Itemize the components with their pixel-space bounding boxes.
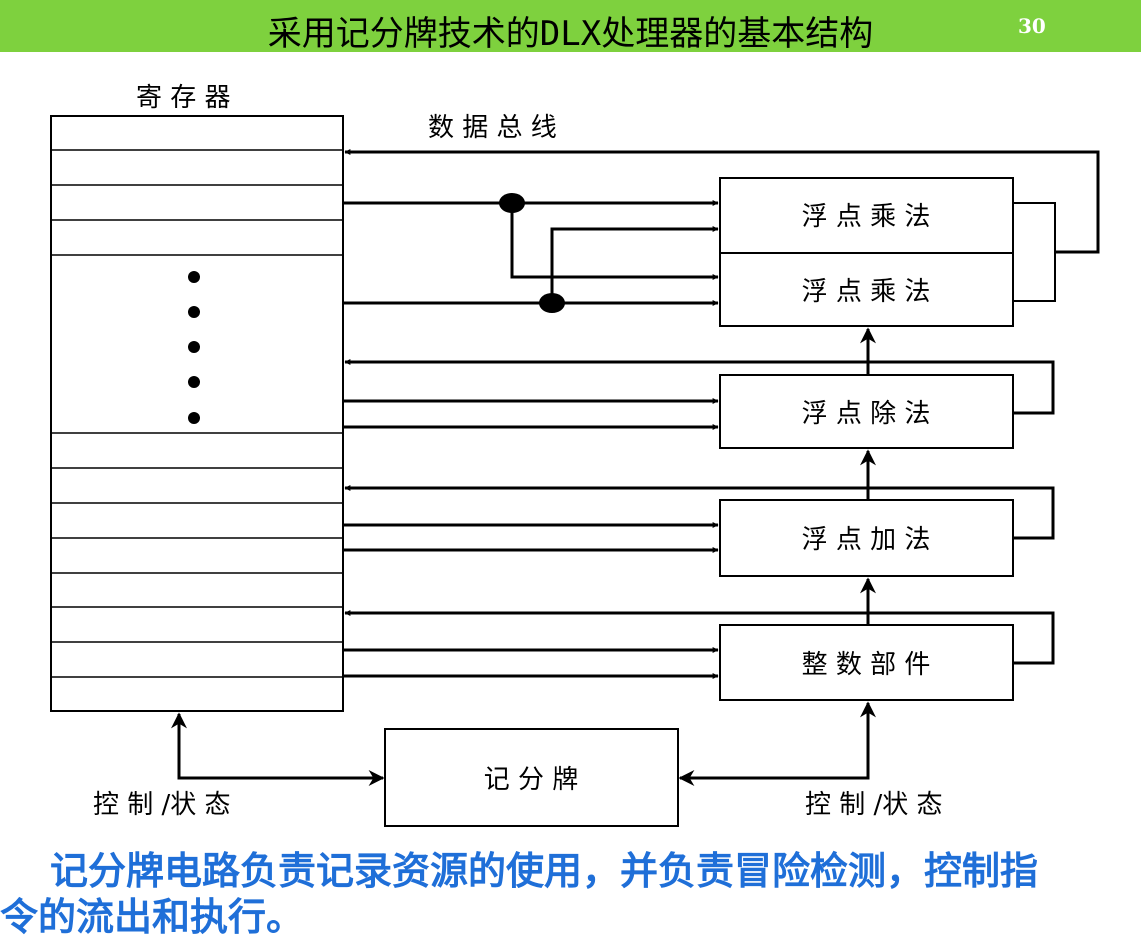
fp-add-label: 浮 点 加 法 [802,525,931,555]
page-number: 30 [1018,14,1046,38]
caption: 记分牌电路负责记录资源的使用，并负责冒险检测，控制指 令的流出和执行。 [0,848,1141,940]
integer-unit-label: 整 数 部 件 [802,650,931,680]
scoreboard-box [384,728,679,827]
fp-mult-2-label: 浮 点 乘 法 [802,277,931,307]
data-bus-label: 数 据 总 线 [428,113,557,143]
title-bar [0,0,1141,52]
fp-mult-unit-2 [719,252,1014,327]
caption-line-2: 令的流出和执行。 [0,894,305,939]
control-status-left-label: 控 制 /状 态 [93,790,231,820]
fp-div-label: 浮 点 除 法 [802,399,931,429]
ellipsis-dots [188,271,200,424]
register-file [50,115,344,712]
registers-label: 寄 存 器 [136,83,231,113]
control-status-right-label: 控 制 /状 态 [805,790,943,820]
fp-mult-1-label: 浮 点 乘 法 [802,202,931,232]
junction-dots [499,193,565,313]
scoreboard-label: 记 分 牌 [484,765,579,795]
caption-line-1: 记分牌电路负责记录资源的使用，并负责冒险检测，控制指 [50,848,1039,893]
slide-title: 采用记分牌技术的DLX处理器的基本结构 [267,14,874,54]
connections [171,149,1100,786]
